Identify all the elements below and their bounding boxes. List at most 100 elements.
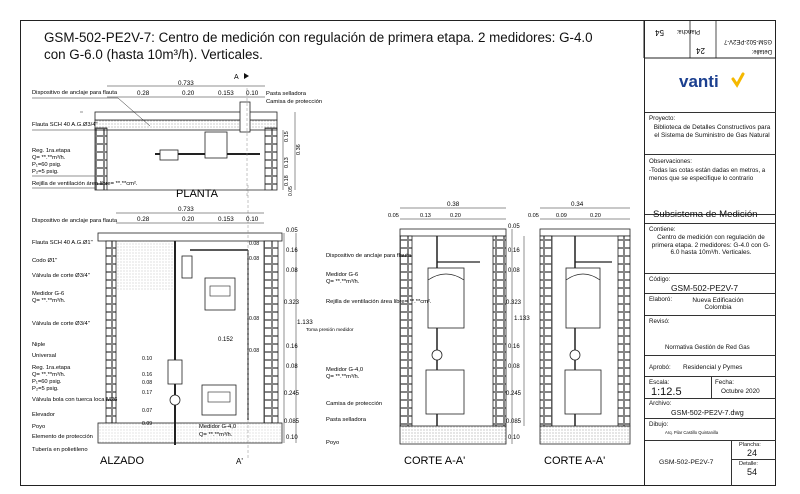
alzado-inner-1: 0.08 [249, 256, 259, 262]
alzado-label-3: Válvula de corte Ø3/4" [32, 273, 90, 279]
brand-box: vanti [645, 58, 776, 113]
alzado-bottom-label-1: Medidor G-4,0 [199, 424, 236, 430]
alzado-label-9: Reg. 1ra.etapa [32, 365, 71, 371]
corte1-dim-r2: 0.08 [508, 268, 520, 274]
corte1-label-4: Medidor G-4,0 [326, 367, 363, 373]
elaboro-box: Elaboró: Nueva Edificación Colombia [645, 294, 776, 316]
archivo-value: GSM-502-PE2V-7.dwg [671, 408, 744, 417]
bottom-code: GSM-502-PE2V-7 [659, 459, 714, 466]
planta-dim-r3: 0.36 [296, 144, 302, 155]
rotated-detalle-value: 54 [655, 28, 664, 37]
observaciones-box: Observaciones: -Todas las cotas están da… [645, 155, 776, 215]
alzado-inner-2: 0.08 [249, 316, 259, 322]
alzado-label-5: Q= **.**m³/h. [32, 298, 66, 304]
title-block: vanti Proyecto: Biblioteca de Detalles C… [644, 20, 776, 486]
corte1-label-5: Q= **.**m³/h. [326, 374, 360, 380]
alzado-label-12: P₂=5 psig. [32, 386, 59, 392]
escala-value: 1:12.5 [651, 386, 682, 398]
alzado-toma: Toma presión medidor [306, 327, 354, 333]
detalle-label: Detalle: [739, 461, 758, 467]
alzado-inner-5: 0.16 [142, 372, 152, 378]
corte2-dim-total: 0.34 [571, 201, 584, 208]
drawing-frame [20, 20, 776, 486]
planta-view: 0.733 0.28 0.20 0.153 0.10 0.15 0.13 0.3… [80, 73, 302, 200]
alzado-inner-4: 0.10 [142, 356, 152, 362]
observaciones-label: Observaciones: [649, 158, 692, 165]
planta-dim-r4: 0.18 [284, 175, 290, 186]
corte1-dim-2: 0.13 [420, 213, 431, 219]
archivo-label: Archivo: [649, 400, 672, 407]
alzado-label-7: Niple [32, 342, 45, 348]
corte1-dim-1: 0.05 [388, 213, 399, 219]
corte1-dim-total-right: 1.133 [514, 315, 530, 322]
corte1-dim-3: 0.20 [450, 213, 461, 219]
alzado-label-16: Elemento de protección [32, 434, 93, 440]
corte1-view: 0.38 0.05 0.13 0.20 0.05 0.16 0.08 0.323… [388, 201, 530, 467]
alzado-dim-r0: 0.05 [286, 228, 298, 234]
aprobo-label: Aprobó: [649, 364, 671, 371]
alzado-dim-1: 0.28 [137, 216, 150, 223]
corte1-dim-r1: 0.16 [508, 248, 520, 254]
alzado-dim-3: 0.153 [218, 216, 234, 223]
planta-dim-left: 0.05 [288, 186, 294, 196]
planta-label-6: Rejilla de ventilación área libre= **.**… [32, 181, 138, 187]
planta-section-mark: A [234, 74, 239, 81]
rotated-code: GSM-502-PE2V-7 [723, 38, 772, 44]
corte2-dim-1: 0.05 [528, 213, 539, 219]
planta-label-2: Reg. 1ra.etapa [32, 148, 71, 154]
planta-dim-2: 0.20 [182, 90, 195, 97]
subsistema-title: Subsistema de Medición [653, 209, 758, 220]
proyecto-box: Proyecto: Biblioteca de Detalles Constru… [645, 113, 776, 155]
alzado-section-mark: A' [236, 457, 243, 466]
corte2-caption: CORTE A-A' [544, 455, 605, 467]
planta-label-4: P₁=60 psig. [32, 162, 62, 168]
alzado-dim-r4: 0.16 [286, 344, 298, 350]
alzado-dim-4: 0.10 [246, 216, 259, 223]
subsistema-box: Subsistema de Medición [645, 202, 776, 224]
dibujo-box: Dibujo: Arq. Pilar Castillo Quintanilla [645, 419, 776, 441]
codigo-box: Código: GSM-502-PE2V-7 [645, 274, 776, 294]
alzado-inner-3: 0.08 [249, 348, 259, 354]
alzado-label-2: Codo Ø1" [32, 258, 57, 264]
corte1-dim-total: 0.38 [447, 201, 460, 208]
alzado-inner-0: 0.08 [249, 241, 259, 247]
contiene-label: Contiene: [649, 226, 676, 233]
alzado-dim-r7: 0.085 [284, 419, 300, 425]
alzado-dim-2: 0.20 [182, 216, 195, 223]
alzado-label-1: Flauta SCH 40 A.G.Ø1" [32, 240, 93, 246]
alzado-inner-8: 0.07 [142, 408, 152, 414]
planta-label-3: Q= **.**m³/h. [32, 155, 66, 161]
corte1-label-2: Q= **.**m³/h. [326, 279, 360, 285]
contiene-value: Centro de medición con regulación de pri… [651, 234, 771, 256]
corte2-dim-3: 0.20 [590, 213, 601, 219]
planta-labels: Dispositivo de anclaje para flauta Flaut… [32, 90, 322, 187]
detalle-value: 54 [747, 467, 758, 477]
escala-fecha-box: Escala: 1:12.5 Fecha: Octubre 2020 [645, 377, 776, 399]
section-arrow-icon [244, 73, 249, 79]
sheet-title: GSM-502-PE2V-7: Centro de medición con r… [44, 30, 593, 62]
alzado-caption: ALZADO [100, 455, 144, 467]
corte1-label-1: Medidor G-6 [326, 272, 358, 278]
corte1-dim-r4: 0.16 [508, 344, 520, 350]
alzado-label-15: Poyo [32, 424, 45, 430]
planta-label-0: Dispositivo de anclaje para flauta [32, 90, 118, 96]
sheet-number-box: GSM-502-PE2V-7 Plancha: 24 Detalle: 54 [645, 441, 776, 486]
alzado-label-6: Válvula de corte Ø3/4" [32, 321, 90, 327]
elaboro-value: Nueva Edificación Colombia [692, 297, 744, 311]
codigo-value: GSM-502-PE2V-7 [671, 283, 739, 293]
rotated-detalle-label: Detalle: [751, 48, 772, 54]
alzado-label-4: Medidor G-6 [32, 291, 64, 297]
alzado-label-11: P₁=60 psig. [32, 379, 62, 385]
fecha-value: Octubre 2020 [721, 388, 760, 395]
planta-label-7: Pasta selladora [266, 91, 307, 97]
alzado-inner-6: 0.08 [142, 380, 152, 386]
planta-leaders [32, 97, 151, 189]
corte1-dim-r5: 0.08 [508, 364, 520, 370]
corte1-labels: Dispositivo de anclaje para flauta Medid… [326, 253, 432, 446]
corte1-dim-r3: 0.323 [506, 300, 522, 306]
planta-dim-r2: 0.13 [284, 157, 290, 168]
planta-label-8: Camisa de protección [266, 99, 322, 105]
alzado-label-14: Elevador [32, 412, 55, 418]
alzado-label-10: Q= **.**m³/h. [32, 372, 66, 378]
